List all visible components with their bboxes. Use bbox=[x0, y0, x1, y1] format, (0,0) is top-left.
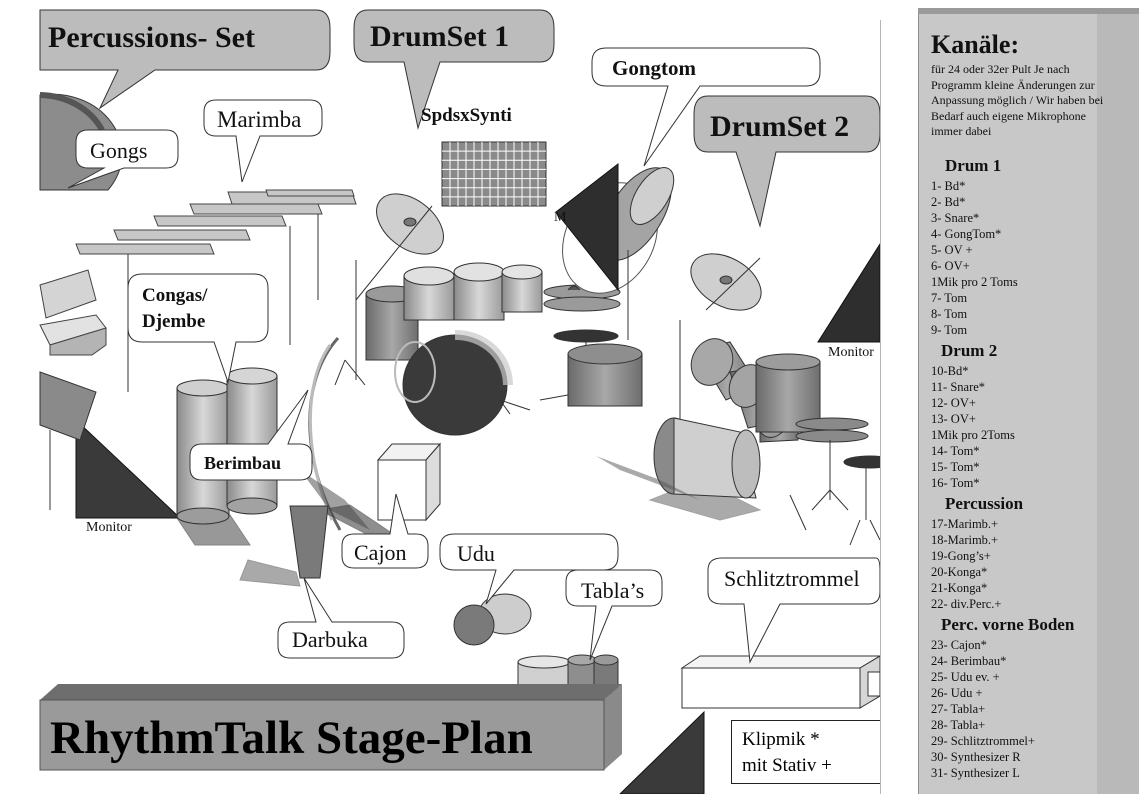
klipmik-note: Klipmik * mit Stativ + bbox=[731, 720, 881, 784]
monitor-right-wedge bbox=[817, 243, 880, 343]
berimbau-arc bbox=[300, 336, 370, 531]
channel-item: 26- Udu + bbox=[931, 686, 983, 700]
bubble-darbuka-label: Darbuka bbox=[292, 627, 368, 652]
channel-item: 31- Synthesizer L bbox=[931, 766, 1020, 780]
bubble-drumset1-label: DrumSet 1 bbox=[370, 20, 509, 53]
bubble-berimbau-label: Berimbau bbox=[204, 453, 281, 473]
klipmik-line1: Klipmik * bbox=[742, 729, 820, 750]
channel-item: 28- Tabla+ bbox=[931, 718, 986, 732]
channel-section-heading: Drum 2 bbox=[941, 341, 998, 360]
channel-item: 24- Berimbau* bbox=[931, 654, 1007, 668]
bubble-cajon: Cajon bbox=[341, 493, 429, 569]
bubble-gongtom-label: Gongtom bbox=[612, 56, 697, 80]
bubble-gongs-label: Gongs bbox=[90, 138, 147, 163]
klipmik-line2: mit Stativ + bbox=[742, 755, 832, 776]
sidebar-border bbox=[880, 20, 919, 794]
bubble-schlitztrommel: Schlitztrommel bbox=[707, 557, 880, 664]
bubble-berimbau: Berimbau bbox=[189, 389, 313, 481]
stage-title-plaque: RhythmTalk Stage-Plan bbox=[39, 684, 622, 771]
channel-item: 11- Snare* bbox=[931, 380, 986, 394]
channel-item: 8- Tom bbox=[931, 307, 968, 321]
drumset-2 bbox=[648, 253, 880, 546]
drumset-1 bbox=[334, 193, 643, 436]
channel-item: 20-Konga* bbox=[931, 565, 988, 579]
bubble-percussions-set: Percussions- Set bbox=[39, 9, 331, 110]
stage-title: RhythmTalk Stage-Plan bbox=[50, 712, 533, 764]
channel-section-heading: Perc. vorne Boden bbox=[941, 615, 1075, 634]
channel-item: 30- Synthesizer R bbox=[931, 750, 1021, 764]
bubble-schlitztrommel-label: Schlitztrommel bbox=[724, 566, 860, 591]
sidebar-shade-right bbox=[1096, 14, 1139, 794]
channel-item: 4- GongTom* bbox=[931, 227, 1002, 241]
channel-item: 19-Gong’s+ bbox=[931, 549, 991, 563]
marimba-bars bbox=[75, 189, 357, 392]
bubble-drumset1: DrumSet 1 bbox=[353, 9, 555, 130]
channels-sidebar: Kanäle: für 24 oder 32er Pult Je nach Pr… bbox=[918, 14, 1103, 794]
bubble-marimba-label: Marimba bbox=[217, 107, 301, 132]
percussion-cases bbox=[39, 269, 107, 356]
bubble-percussions-set-label: Percussions- Set bbox=[48, 21, 255, 54]
monitor-left-wedge bbox=[39, 371, 182, 519]
udu-pots bbox=[453, 593, 532, 646]
channel-item: 23- Cajon* bbox=[931, 638, 987, 652]
channel-item: 1- Bd* bbox=[931, 179, 966, 193]
channel-item: 14- Tom* bbox=[931, 444, 980, 458]
bubble-drumset2: DrumSet 2 bbox=[693, 95, 880, 228]
channels-title: Kanäle: bbox=[931, 30, 1020, 59]
channel-item: 25- Udu ev. + bbox=[931, 670, 1000, 684]
channel-item: 18-Marimb.+ bbox=[931, 533, 999, 547]
channel-section-heading: Drum 1 bbox=[945, 156, 1002, 175]
bubble-udu: Udu bbox=[439, 533, 619, 605]
channel-item: 16- Tom* bbox=[931, 476, 980, 490]
monitor-bottom-wedge bbox=[619, 710, 705, 794]
channel-section-heading: Percussion bbox=[945, 494, 1024, 513]
channel-item: 1Mik pro 2Toms bbox=[931, 428, 1015, 442]
stage-diagram: RhythmTalk Stage-Plan Percussions- Set D… bbox=[39, 9, 880, 794]
bubble-marimba: Marimba bbox=[203, 99, 323, 183]
monitor-center-wedge bbox=[555, 162, 619, 292]
channel-item: 17-Marimb.+ bbox=[931, 517, 999, 531]
channel-item: 22- div.Perc.+ bbox=[931, 597, 1002, 611]
channel-item: 21-Konga* bbox=[931, 581, 988, 595]
darbuka-drum bbox=[239, 505, 329, 587]
drumset-shadow bbox=[596, 456, 700, 500]
spdsx-synti-label: SpdsxSynti bbox=[421, 105, 512, 126]
channel-item: 7- Tom bbox=[931, 291, 968, 305]
channel-item: 1Mik pro 2 Toms bbox=[931, 275, 1018, 289]
channel-item: 6- OV+ bbox=[931, 259, 970, 273]
bubble-tablas: Tabla’s bbox=[565, 569, 663, 661]
monitor-right-label: Monitor bbox=[828, 345, 874, 360]
bubble-congas-label-1: Congas/ bbox=[142, 285, 208, 306]
channel-item: 29- Schlitztrommel+ bbox=[931, 734, 1035, 748]
spdsx-synth-pad bbox=[441, 141, 547, 207]
bubble-drumset2-label: DrumSet 2 bbox=[710, 110, 849, 143]
bubble-udu-label: Udu bbox=[457, 541, 495, 566]
channel-item: 15- Tom* bbox=[931, 460, 980, 474]
monitor-center-label: M bbox=[554, 210, 567, 225]
bubble-gongtom: Gongtom bbox=[591, 47, 821, 167]
bubble-cajon-label: Cajon bbox=[354, 540, 407, 565]
schlitztrommel-box bbox=[680, 655, 880, 709]
channel-item: 13- OV+ bbox=[931, 412, 976, 426]
sidebar-shade-top bbox=[918, 8, 1139, 18]
channel-item: 27- Tabla+ bbox=[931, 702, 986, 716]
channel-item: 12- OV+ bbox=[931, 396, 976, 410]
bubble-congas: Congas/ Djembe bbox=[127, 273, 269, 384]
channel-item: 10-Bd* bbox=[931, 364, 969, 378]
channels-intro: für 24 oder 32er Pult Je nach Programm k… bbox=[931, 62, 1104, 139]
bubble-tablas-label: Tabla’s bbox=[581, 578, 644, 603]
channel-item: 3- Snare* bbox=[931, 211, 980, 225]
bubble-gongs: Gongs bbox=[67, 129, 179, 189]
monitor-left-label: Monitor bbox=[86, 520, 132, 535]
channel-item: 5- OV + bbox=[931, 243, 973, 257]
channel-item: 9- Tom bbox=[931, 323, 968, 337]
bubble-darbuka: Darbuka bbox=[277, 577, 405, 659]
channel-item: 2- Bd* bbox=[931, 195, 966, 209]
cajon-box bbox=[318, 442, 442, 541]
bubble-congas-label-2: Djembe bbox=[142, 311, 205, 332]
